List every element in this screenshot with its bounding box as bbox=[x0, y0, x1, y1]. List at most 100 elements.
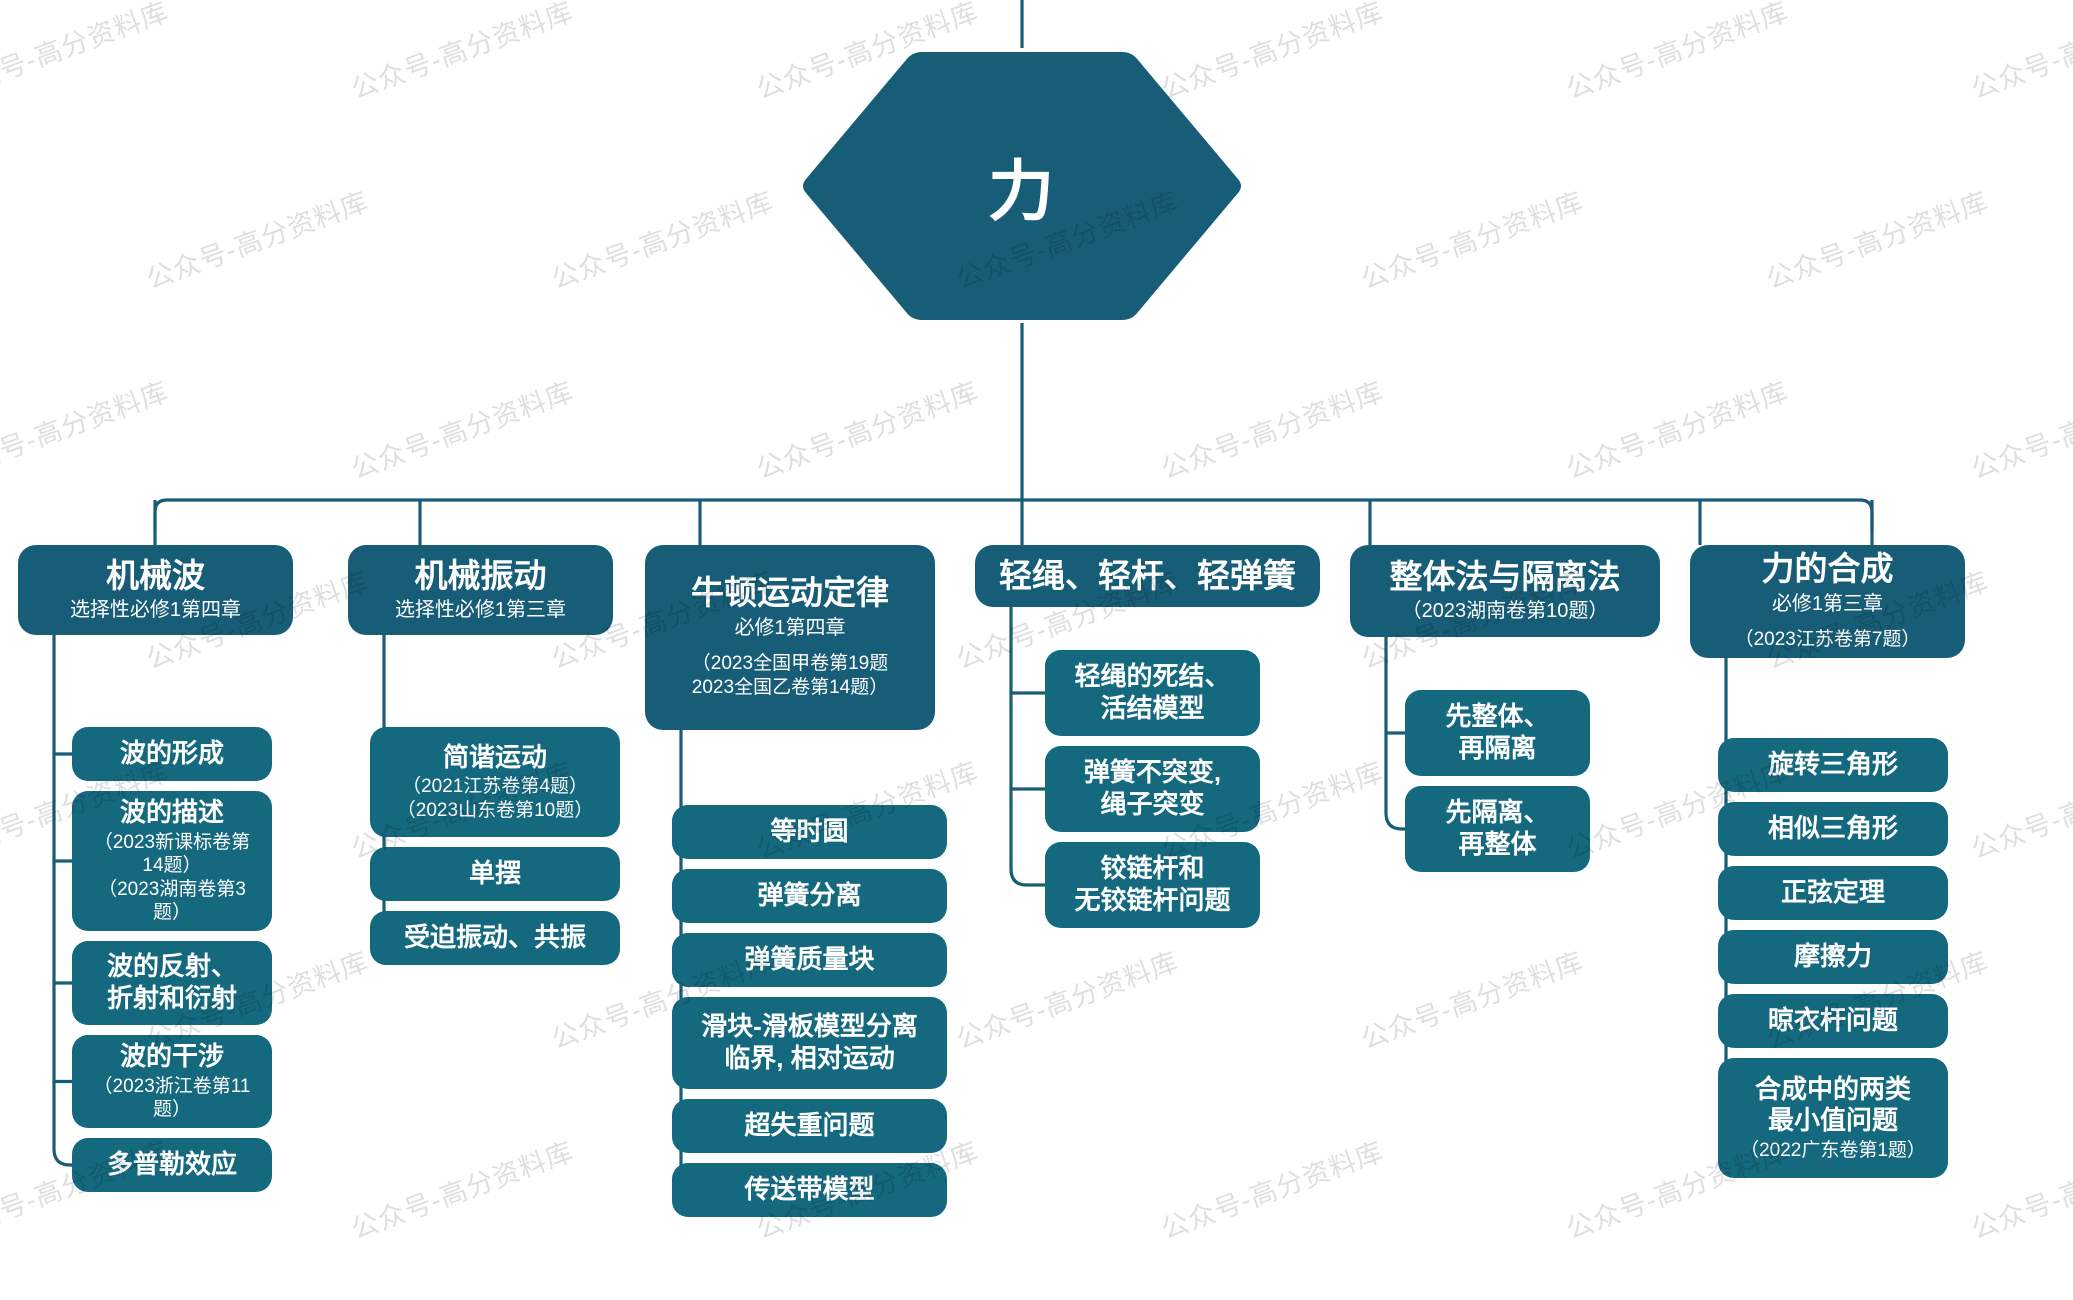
node-title-line: 简谐运动 bbox=[442, 741, 547, 772]
leaf-node[interactable]: 波的形成 bbox=[72, 727, 272, 781]
leaf-node[interactable]: 弹簧分离 bbox=[672, 869, 947, 923]
leaf-text: 弹簧分离 bbox=[757, 880, 861, 912]
leaf-node[interactable]: 摩擦力 bbox=[1718, 930, 1948, 984]
node-title-line: 旋转三角形 bbox=[1767, 749, 1898, 780]
node-title-line: 最小值问题 bbox=[1767, 1105, 1898, 1136]
node-title-line: 铰链杆和 bbox=[1100, 853, 1205, 884]
leaf-node[interactable]: 先隔离、再整体 bbox=[1405, 786, 1590, 872]
node-title-line: 临界, 相对运动 bbox=[724, 1043, 895, 1073]
branch-subtitle: 选择性必修1第四章 bbox=[69, 599, 242, 622]
node-title-line: 活结模型 bbox=[1100, 693, 1205, 723]
leaf-text: 等时圆 bbox=[770, 816, 848, 848]
leaf-node[interactable]: 受迫振动、共振 bbox=[370, 911, 620, 965]
leaf-ref-line: （2023新课标卷第14题） bbox=[93, 831, 251, 877]
leaf-node[interactable]: 合成中的两类最小值问题 （2022广东卷第1题） bbox=[1718, 1058, 1948, 1178]
leaf-node[interactable]: 铰链杆和无铰链杆问题 bbox=[1045, 842, 1260, 928]
leaf-node[interactable]: 简谐运动（2021江苏卷第4题）（2023山东卷第10题） bbox=[370, 727, 620, 837]
leaf-node[interactable]: 弹簧质量块 bbox=[672, 933, 947, 987]
root-node[interactable]: 力 bbox=[802, 48, 1242, 323]
leaf-node[interactable]: 波的描述（2023新课标卷第14题）（2023湖南卷第3题） bbox=[72, 791, 272, 931]
leaf-node[interactable]: 等时圆 bbox=[672, 805, 947, 859]
branch-title: 机械波 bbox=[106, 556, 205, 594]
leaf-text: 滑块-滑板模型分离临界, 相对运动 bbox=[701, 1011, 918, 1074]
node-title-line: 绳子突变 bbox=[1100, 789, 1205, 819]
node-title-line: 先隔离、 bbox=[1445, 797, 1550, 828]
leaf-text: 波的干涉 bbox=[120, 1041, 224, 1073]
leaf-node[interactable]: 波的反射、折射和衍射 bbox=[72, 941, 272, 1025]
root-label: 力 bbox=[988, 153, 1056, 228]
leaf-node[interactable]: 正弦定理 bbox=[1718, 866, 1948, 920]
node-title-line: 滑块-滑板模型分离 bbox=[701, 1011, 918, 1042]
leaf-text: 轻绳的死结、活结模型 bbox=[1074, 661, 1230, 724]
node-title-line: 多普勒效应 bbox=[106, 1149, 237, 1180]
leaf-node[interactable]: 先整体、再隔离 bbox=[1405, 690, 1590, 776]
leaf-text: 多普勒效应 bbox=[107, 1149, 237, 1181]
leaf-node[interactable]: 轻绳的死结、活结模型 bbox=[1045, 650, 1260, 736]
leaf-text: 波的形成 bbox=[120, 738, 224, 770]
node-title-line: 单摆 bbox=[468, 858, 521, 889]
node-title-line: 弹簧不突变, bbox=[1083, 757, 1222, 788]
leaf-node[interactable]: 相似三角形 bbox=[1718, 802, 1948, 856]
branch-subtitle: 必修1第四章 bbox=[734, 617, 846, 640]
leaf-text: 弹簧不突变,绳子突变 bbox=[1084, 757, 1221, 820]
branch-ref-line: 2023全国乙卷第14题） bbox=[691, 676, 889, 698]
leaf-ref-line: （2023山东卷第10题） bbox=[396, 799, 594, 821]
leaf-node[interactable]: 滑块-滑板模型分离临界, 相对运动 bbox=[672, 997, 947, 1089]
leaf-node[interactable]: 传送带模型 bbox=[672, 1163, 947, 1217]
node-title-line: 波的描述 bbox=[119, 797, 224, 828]
leaf-text: 先整体、再隔离 bbox=[1445, 701, 1549, 764]
branch-subtitle: 必修1第三章 bbox=[1771, 592, 1884, 615]
node-title-line: 折射和衍射 bbox=[106, 983, 237, 1013]
leaf-text: 波的反射、折射和衍射 bbox=[107, 951, 237, 1014]
leaf-text: 传送带模型 bbox=[744, 1174, 874, 1206]
leaf-text: 摩擦力 bbox=[1794, 941, 1872, 973]
leaf-text: 超失重问题 bbox=[744, 1110, 874, 1142]
leaf-node[interactable]: 多普勒效应 bbox=[72, 1138, 272, 1192]
node-title-line: 合成中的两类 bbox=[1754, 1073, 1911, 1104]
branch-subtitle: （2023湖南卷第10题） bbox=[1401, 600, 1609, 623]
branch-ref-line: （2023江苏卷第7题） bbox=[1734, 628, 1921, 650]
leaf-node[interactable]: 晾衣杆问题 bbox=[1718, 994, 1948, 1048]
node-title-line: 波的干涉 bbox=[119, 1041, 224, 1072]
leaf-text: 相似三角形 bbox=[1768, 813, 1898, 845]
leaf-node[interactable]: 旋转三角形 bbox=[1718, 738, 1948, 792]
branch-ref-line: （2023全国甲卷第19题 bbox=[691, 653, 889, 675]
branch-node-mechanical-vibration[interactable]: 机械振动选择性必修1第三章 bbox=[348, 545, 613, 635]
node-title-line: 再整体 bbox=[1458, 829, 1537, 859]
branch-title: 轻绳、轻杆、轻弹簧 bbox=[999, 556, 1296, 594]
branch-node-whole-isolation-method[interactable]: 整体法与隔离法（2023湖南卷第10题） bbox=[1350, 545, 1660, 637]
node-title-line: 轻绳的死结、 bbox=[1074, 661, 1231, 692]
branch-node-force-composition[interactable]: 力的合成必修1第三章 （2023江苏卷第7题） bbox=[1690, 545, 1965, 658]
leaf-ref-line: （2023浙江卷第11题） bbox=[93, 1075, 251, 1121]
branch-node-light-rope-rod-spring[interactable]: 轻绳、轻杆、轻弹簧 bbox=[975, 545, 1320, 607]
leaf-refs: （2023浙江卷第11题） bbox=[84, 1075, 260, 1122]
node-title-line: 受迫振动、共振 bbox=[403, 922, 586, 953]
node-title-line: 弹簧质量块 bbox=[744, 944, 875, 975]
branch-title: 牛顿运动定律 bbox=[691, 574, 889, 612]
branch-subtitle: 选择性必修1第三章 bbox=[394, 599, 567, 622]
branch-title: 机械振动 bbox=[414, 556, 547, 594]
leaf-node[interactable]: 单摆 bbox=[370, 847, 620, 901]
node-title-line: 传送带模型 bbox=[744, 1174, 875, 1205]
node-title-line: 波的形成 bbox=[119, 738, 224, 769]
leaf-node[interactable]: 波的干涉（2023浙江卷第11题） bbox=[72, 1035, 272, 1128]
node-title-line: 弹簧分离 bbox=[757, 880, 862, 911]
leaf-node[interactable]: 弹簧不突变,绳子突变 bbox=[1045, 746, 1260, 832]
node-title-line: 正弦定理 bbox=[1780, 877, 1885, 908]
branch-title: 力的合成 bbox=[1761, 550, 1894, 587]
leaf-ref-line: （2023湖南卷第3题） bbox=[98, 878, 246, 924]
leaf-text: 正弦定理 bbox=[1781, 877, 1885, 909]
node-title-line: 摩擦力 bbox=[1793, 941, 1872, 972]
branch-node-mechanical-wave[interactable]: 机械波选择性必修1第四章 bbox=[18, 545, 293, 635]
leaf-refs: （2022广东卷第1题） bbox=[1740, 1139, 1926, 1163]
node-title-line: 晾衣杆问题 bbox=[1767, 1005, 1898, 1036]
hexagon-shape bbox=[803, 52, 1241, 320]
branch-refs: （2023江苏卷第7题） bbox=[1735, 628, 1921, 652]
leaf-ref-line: （2022广东卷第1题） bbox=[1740, 1139, 1926, 1161]
leaf-text: 受迫振动、共振 bbox=[404, 922, 586, 954]
leaf-node[interactable]: 超失重问题 bbox=[672, 1099, 947, 1153]
